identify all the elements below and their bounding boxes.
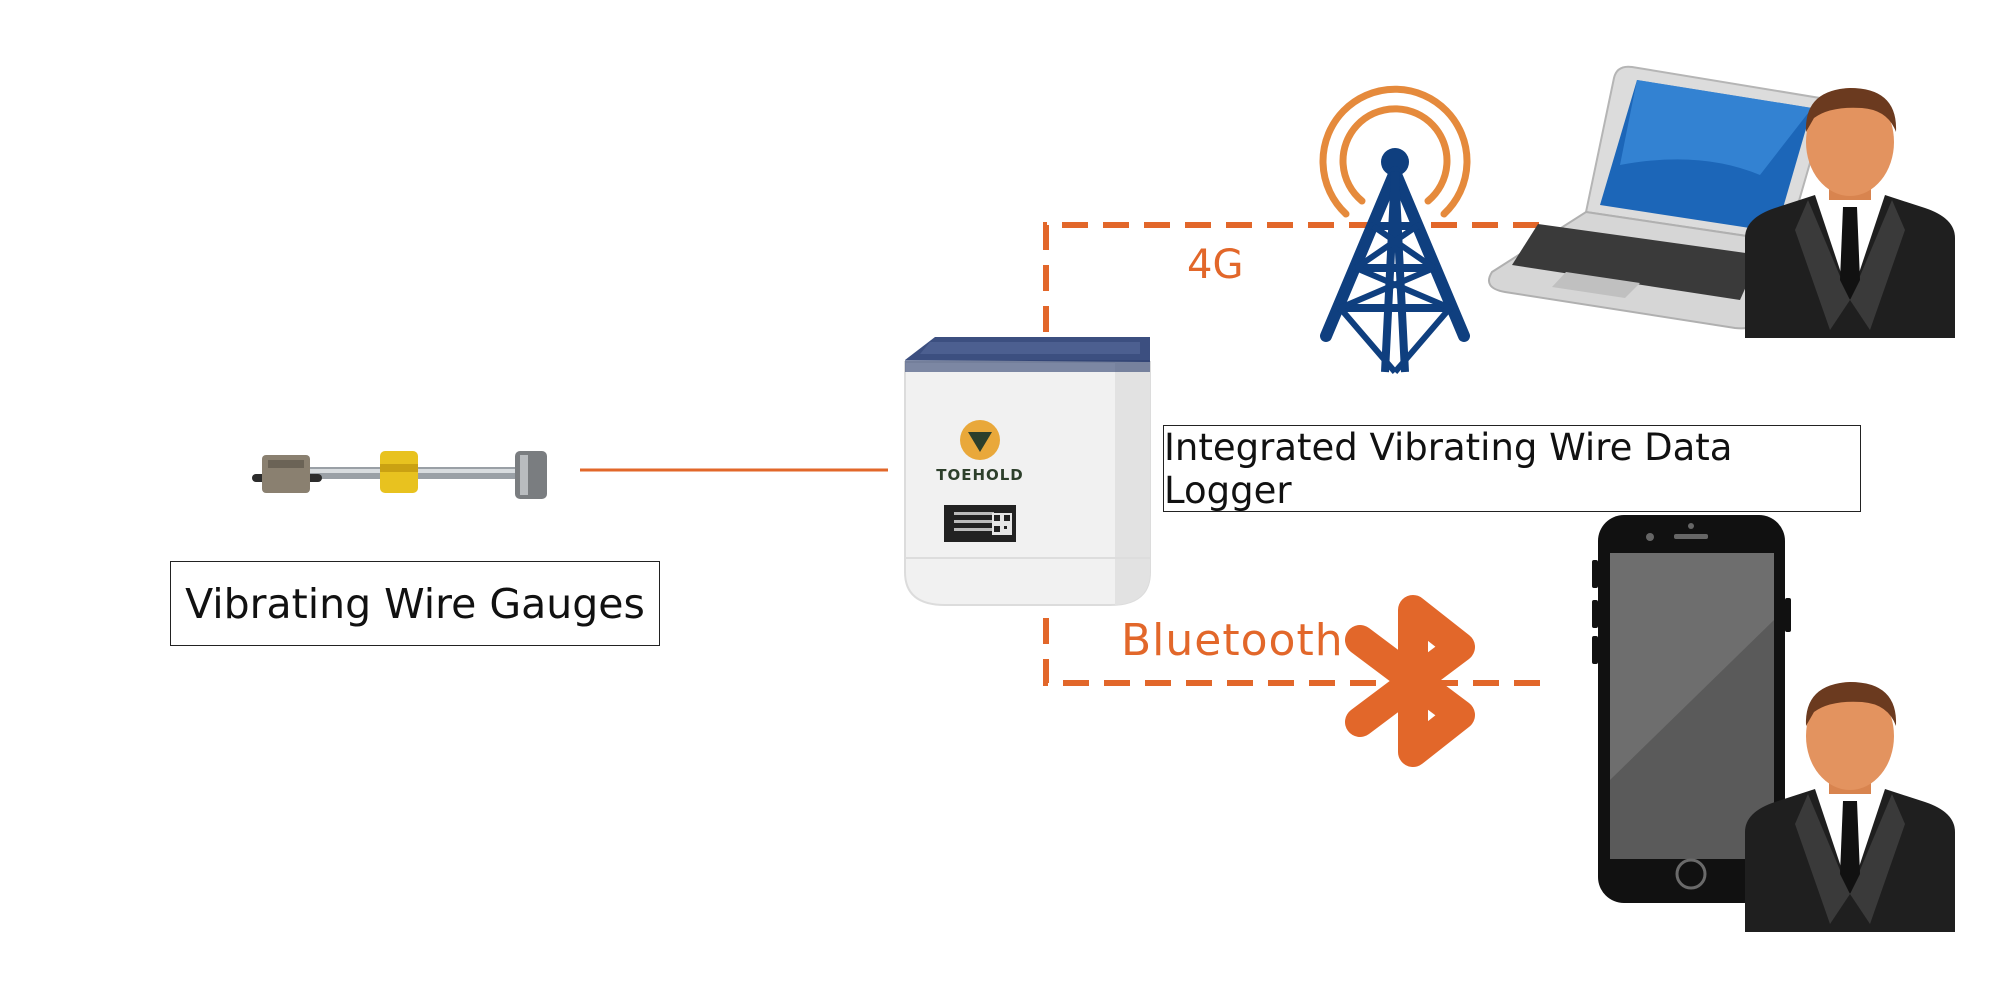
cell-tower-icon	[1319, 85, 1471, 374]
logger-label-text: Integrated Vibrating Wire Data Logger	[1164, 425, 1733, 512]
smartphone-image	[1592, 515, 1791, 903]
gauges-label-text: Vibrating Wire Gauges	[185, 579, 645, 628]
phone-user-avatar	[1745, 682, 1955, 932]
gauges-label-box: Vibrating Wire Gauges	[170, 561, 660, 646]
bluetooth-link-line	[1043, 618, 1540, 686]
logger-label-box: Integrated Vibrating Wire Data Logger	[1163, 425, 1861, 512]
laptop-user-avatar	[1745, 88, 1955, 338]
bluetooth-icon	[1345, 595, 1475, 767]
4g-link-label: 4G	[1187, 242, 1244, 288]
device-brand-text: TOEHOLD	[936, 466, 1024, 484]
laptop-image	[1488, 65, 1828, 330]
4g-link-line	[1043, 222, 1540, 332]
bluetooth-link-label: Bluetooth	[1121, 615, 1344, 666]
data-logger-device: TOEHOLD	[904, 337, 1151, 606]
vibrating-wire-gauge-image	[252, 451, 547, 499]
